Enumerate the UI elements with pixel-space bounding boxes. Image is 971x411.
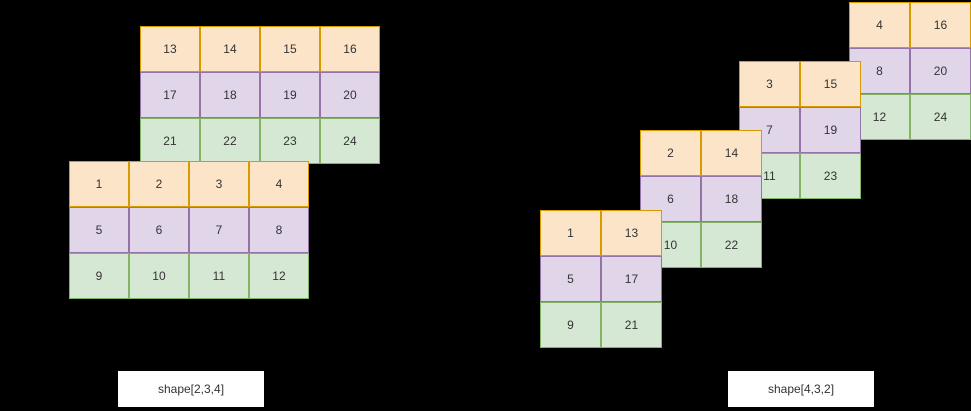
tensor-cell: 2	[129, 161, 189, 207]
tensor-cell: 16	[320, 26, 380, 72]
tensor-cell: 16	[910, 2, 971, 48]
tensor-cell: 13	[140, 26, 200, 72]
tensor-cell: 21	[601, 302, 662, 348]
tensor-cell: 12	[249, 253, 309, 299]
tensor-cell: 23	[800, 153, 861, 199]
tensor-cell: 6	[129, 207, 189, 253]
tensor-cell: 4	[849, 2, 910, 48]
tensor-cell: 1	[69, 161, 129, 207]
tensor-cell: 3	[189, 161, 249, 207]
tensor-cell: 5	[540, 256, 601, 302]
tensor-cell: 9	[69, 253, 129, 299]
tensor-cell: 17	[140, 72, 200, 118]
tensor-cell: 7	[189, 207, 249, 253]
tensor-cell: 22	[701, 222, 762, 268]
tensor-cell: 19	[260, 72, 320, 118]
tensor-cell: 10	[129, 253, 189, 299]
tensor-cell: 13	[601, 210, 662, 256]
tensor-cell: 22	[200, 118, 260, 164]
tensor-cell: 2	[640, 130, 701, 176]
tensor-cell: 18	[200, 72, 260, 118]
tensor-cell: 21	[140, 118, 200, 164]
tensor-cell: 1	[540, 210, 601, 256]
tensor-cell: 19	[800, 107, 861, 153]
tensor-cell: 15	[800, 61, 861, 107]
shape-label-right: shape[4,3,2]	[728, 371, 874, 407]
tensor-cell: 11	[189, 253, 249, 299]
tensor-cell: 24	[910, 94, 971, 140]
shape-label-left: shape[2,3,4]	[118, 371, 264, 407]
tensor-cell: 14	[200, 26, 260, 72]
tensor-cell: 8	[249, 207, 309, 253]
tensor-cell: 4	[249, 161, 309, 207]
tensor-cell: 20	[910, 48, 971, 94]
tensor-cell: 5	[69, 207, 129, 253]
tensor-cell: 17	[601, 256, 662, 302]
tensor-cell: 15	[260, 26, 320, 72]
tensor-cell: 23	[260, 118, 320, 164]
tensor-cell: 18	[701, 176, 762, 222]
tensor-cell: 14	[701, 130, 762, 176]
tensor-cell: 24	[320, 118, 380, 164]
tensor-cell: 20	[320, 72, 380, 118]
tensor-cell: 3	[739, 61, 800, 107]
tensor-cell: 9	[540, 302, 601, 348]
